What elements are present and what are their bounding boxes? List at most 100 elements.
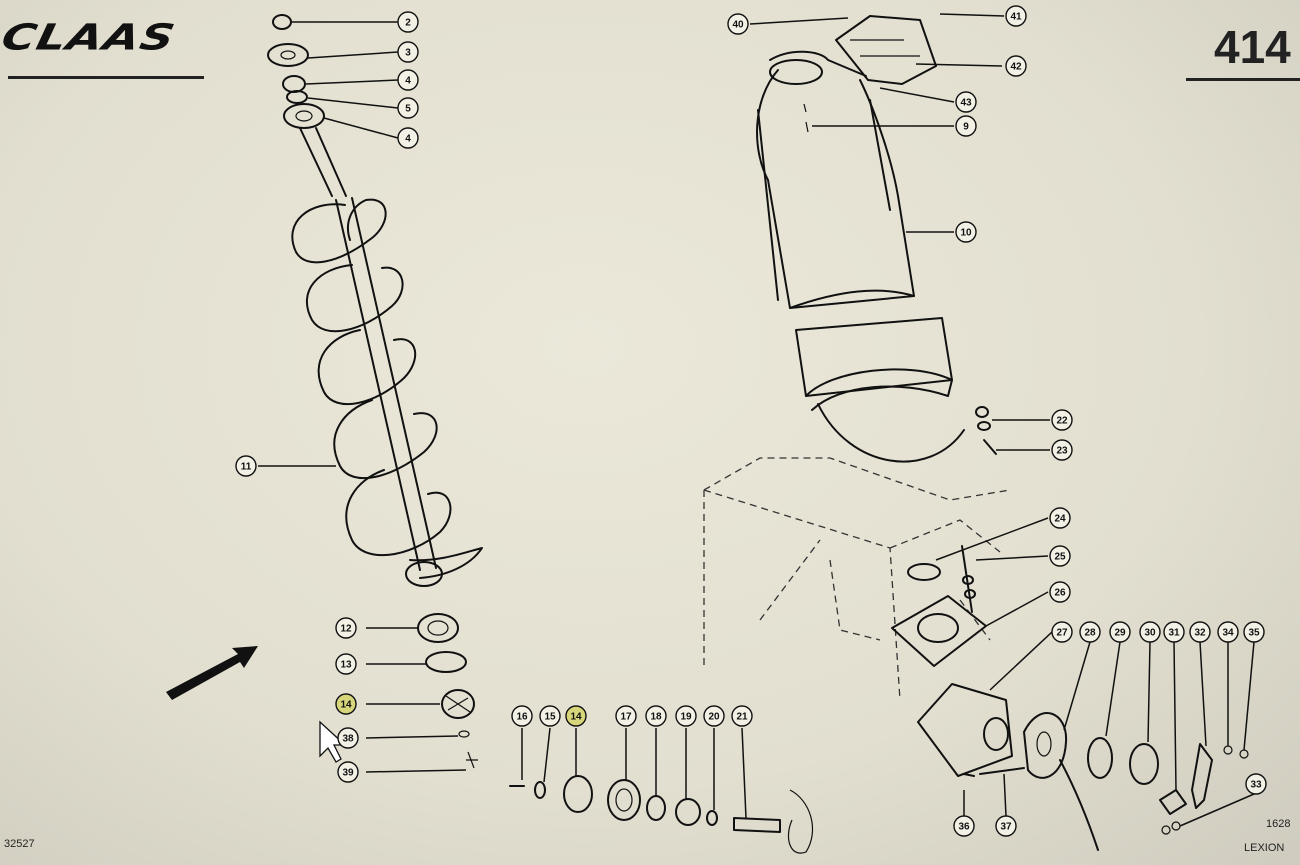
callout-label: 27 — [1056, 628, 1068, 639]
callout-ring — [955, 115, 977, 137]
callout-36[interactable]: 36 — [953, 815, 975, 837]
callout-ring — [1051, 621, 1073, 643]
callout-ring — [1051, 439, 1073, 461]
bearing-stack — [365, 613, 478, 773]
callout-14[interactable]: 14 — [335, 693, 357, 715]
callout-ring — [335, 693, 357, 715]
callout-label: 30 — [1144, 628, 1156, 639]
callout-43[interactable]: 43 — [955, 91, 977, 113]
part-washer-4b — [283, 103, 325, 129]
callout-label: 32 — [1194, 628, 1206, 639]
callout-31[interactable]: 31 — [1163, 621, 1185, 643]
callout-35[interactable]: 35 — [1243, 621, 1265, 643]
callout-14[interactable]: 14 — [565, 705, 587, 727]
callout-20[interactable]: 20 — [703, 705, 725, 727]
callout-30[interactable]: 30 — [1139, 621, 1161, 643]
callout-17[interactable]: 17 — [615, 705, 637, 727]
callout-ring — [953, 815, 975, 837]
callout-32[interactable]: 32 — [1189, 621, 1211, 643]
tube-lower-section — [795, 317, 953, 397]
callout-label: 34 — [1222, 628, 1234, 639]
callout-15[interactable]: 15 — [539, 705, 561, 727]
callout-25[interactable]: 25 — [1049, 545, 1071, 567]
callout-34[interactable]: 34 — [1217, 621, 1239, 643]
callout-27[interactable]: 27 — [1051, 621, 1073, 643]
callout-2[interactable]: 2 — [397, 11, 419, 33]
callout-9[interactable]: 9 — [955, 115, 977, 137]
callout-13[interactable]: 13 — [335, 653, 357, 675]
callout-label: 25 — [1054, 552, 1066, 563]
callout-ring — [539, 705, 561, 727]
callout-42[interactable]: 42 — [1005, 55, 1027, 77]
callout-12[interactable]: 12 — [335, 617, 357, 639]
callout-22[interactable]: 22 — [1051, 409, 1073, 431]
part-ring-5 — [286, 90, 308, 104]
bracket-31 — [1159, 789, 1187, 815]
callout-ring — [397, 97, 419, 119]
callout-28[interactable]: 28 — [1079, 621, 1101, 643]
callout-label: 17 — [620, 712, 632, 723]
callout-4[interactable]: 4 — [397, 69, 419, 91]
gasket-28 — [1023, 712, 1068, 779]
callout-ring — [511, 705, 533, 727]
callout-37[interactable]: 37 — [995, 815, 1017, 837]
callout-39[interactable]: 39 — [337, 761, 359, 783]
callout-ring — [995, 815, 1017, 837]
callout-18[interactable]: 18 — [645, 705, 667, 727]
bottom-parts-row — [509, 727, 814, 854]
callout-label: 14 — [570, 712, 582, 723]
callout-29[interactable]: 29 — [1109, 621, 1131, 643]
part-ring-4 — [282, 75, 306, 93]
callout-ring — [731, 705, 753, 727]
callout-label: 23 — [1056, 446, 1068, 457]
callout-4[interactable]: 4 — [397, 127, 419, 149]
auger-assembly — [258, 14, 483, 587]
callout-40[interactable]: 40 — [727, 13, 749, 35]
callout-ring — [1049, 581, 1071, 603]
callout-ring — [397, 41, 419, 63]
callout-label: 41 — [1010, 12, 1022, 23]
callout-26[interactable]: 26 — [1049, 581, 1071, 603]
callout-label: 42 — [1010, 62, 1022, 73]
callout-5[interactable]: 5 — [397, 97, 419, 119]
callout-23[interactable]: 23 — [1051, 439, 1073, 461]
callout-24[interactable]: 24 — [1049, 507, 1071, 529]
callout-label: 5 — [405, 104, 411, 115]
callout-3[interactable]: 3 — [397, 41, 419, 63]
part-washer-3 — [267, 43, 309, 67]
auger-hub — [405, 561, 443, 587]
callout-ring — [1005, 5, 1027, 27]
callout-label: 12 — [340, 624, 352, 635]
callout-ring — [1189, 621, 1211, 643]
callout-ring — [1163, 621, 1185, 643]
callout-38[interactable]: 38 — [337, 727, 359, 749]
callout-label: 3 — [405, 48, 411, 59]
shaft-37 — [963, 767, 1025, 777]
model-name: LEXION — [1244, 842, 1285, 854]
callout-ring — [1243, 621, 1265, 643]
callout-ring — [727, 13, 749, 35]
lever-32 — [1191, 743, 1213, 809]
seal-29 — [1087, 737, 1113, 779]
callout-11[interactable]: 11 — [235, 455, 257, 477]
callout-ring — [397, 127, 419, 149]
callout-label: 22 — [1056, 416, 1068, 427]
callout-10[interactable]: 10 — [955, 221, 977, 243]
callout-ring — [675, 705, 697, 727]
callout-33[interactable]: 33 — [1245, 773, 1267, 795]
gearbox-housing-27 — [917, 683, 1013, 777]
callout-19[interactable]: 19 — [675, 705, 697, 727]
callout-label: 26 — [1054, 588, 1066, 599]
callout-ring — [955, 91, 977, 113]
callout-41[interactable]: 41 — [1005, 5, 1027, 27]
callout-label: 13 — [340, 660, 352, 671]
callout-label: 31 — [1168, 628, 1180, 639]
callout-21[interactable]: 21 — [731, 705, 753, 727]
callout-label: 29 — [1114, 628, 1126, 639]
auger-tube-assembly — [703, 13, 1255, 851]
callout-16[interactable]: 16 — [511, 705, 533, 727]
callout-ring — [1049, 545, 1071, 567]
callout-label: 40 — [732, 20, 744, 31]
